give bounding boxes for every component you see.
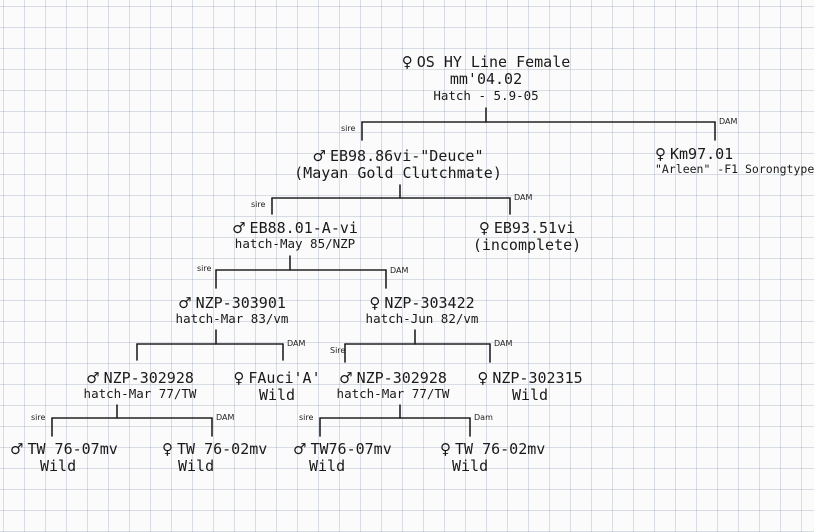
male-icon: ♂ xyxy=(178,294,192,312)
female-icon: ♀ xyxy=(477,369,489,387)
dam2-id: EB93.51vi xyxy=(493,219,576,237)
sire4a-hatch: hatch-Mar 77/TW xyxy=(83,386,197,402)
node-sire4a: ♂NZP-302928 hatch-Mar 77/TW xyxy=(83,369,197,402)
tag-dam-gen3: DAM xyxy=(390,266,409,275)
male-icon: ♂ xyxy=(232,219,246,237)
node-sire5a: ♂TW 76-07mv Wild xyxy=(10,440,118,476)
sire2-id: EB88.01-A-vi xyxy=(249,219,358,237)
female-icon: ♀ xyxy=(440,440,451,458)
dam5a-id: TW 76-02mv xyxy=(177,440,268,458)
root-hatch: Hatch - 5.9-05 xyxy=(433,87,539,103)
male-icon: ♂ xyxy=(10,440,24,458)
sire1-id: EB98.86vi-"Deuce" xyxy=(329,147,484,165)
tag-sire-gen2: sire xyxy=(251,200,266,209)
node-dam3: ♀NZP-303422 hatch-Jun 82/vm xyxy=(365,294,479,327)
root-name: OS HY Line Female xyxy=(416,53,571,71)
dam1-note: "Arleen" -F1 Sorongtype xyxy=(655,162,814,177)
node-sire3: ♂NZP-303901 hatch-Mar 83/vm xyxy=(175,294,289,327)
node-sire2: ♂EB88.01-A-vi hatch-May 85/NZP xyxy=(232,219,358,252)
sire5b-id: TW76-07mv xyxy=(310,440,392,458)
node-dam5b: ♀TW 76-02mv Wild xyxy=(440,440,546,476)
dam2-note: (incomplete) xyxy=(472,236,582,255)
dam4b-origin: Wild xyxy=(511,386,549,405)
tag-sire-gen1: sire xyxy=(341,124,356,133)
female-icon: ♀ xyxy=(401,53,413,71)
dam5b-id: TW 76-02mv xyxy=(455,440,546,458)
tag-sire-gen5b: sire xyxy=(299,413,314,422)
tag-dam-gen5b: Dam xyxy=(474,413,493,422)
tag-dam-gen4a: DAM xyxy=(287,339,306,348)
tag-dam-gen4b: DAM xyxy=(494,339,513,348)
tag-sire-gen3: sire xyxy=(197,264,212,273)
dam3-id: NZP-303422 xyxy=(384,294,475,312)
dam5a-origin: Wild xyxy=(178,457,215,476)
sire4b-id: NZP-302928 xyxy=(356,369,447,387)
tag-sire-gen5a: sire xyxy=(31,413,46,422)
dam3-hatch: hatch-Jun 82/vm xyxy=(365,311,479,327)
sire5a-origin: Wild xyxy=(40,457,77,476)
node-dam4a: ♀FAuci'A' Wild xyxy=(233,369,321,405)
tag-dam-gen5a: DAM xyxy=(216,413,235,422)
sire3-id: NZP-303901 xyxy=(195,294,286,312)
node-root: ♀OS HY Line Female mm'04.02 Hatch - 5.9-… xyxy=(401,53,571,103)
sire5b-origin: Wild xyxy=(309,457,346,476)
sire3-hatch: hatch-Mar 83/vm xyxy=(175,311,289,327)
female-icon: ♀ xyxy=(369,294,381,312)
sire5a-id: TW 76-07mv xyxy=(27,440,118,458)
male-icon: ♂ xyxy=(339,369,353,387)
female-icon: ♀ xyxy=(233,369,245,387)
dam4b-id: NZP-302315 xyxy=(492,369,583,387)
node-dam4b: ♀NZP-302315 Wild xyxy=(477,369,583,405)
dam1-id: Km97.01 xyxy=(670,145,734,163)
female-icon: ♀ xyxy=(162,440,173,458)
root-id: mm'04.02 xyxy=(449,70,523,89)
node-dam5a: ♀TW 76-02mv Wild xyxy=(162,440,268,476)
dam5b-origin: Wild xyxy=(452,457,489,476)
female-icon: ♀ xyxy=(655,145,666,163)
sire1-note: (Mayan Gold Clutchmate) xyxy=(294,164,502,183)
node-sire4b: ♂NZP-302928 hatch-Mar 77/TW xyxy=(336,369,450,402)
sire4b-hatch: hatch-Mar 77/TW xyxy=(336,386,450,402)
dam4a-id: FAuci'A' xyxy=(248,369,321,387)
male-icon: ♂ xyxy=(312,147,326,165)
node-sire1: ♂EB98.86vi-"Deuce" (Mayan Gold Clutchmat… xyxy=(294,147,502,183)
dam4a-origin: Wild xyxy=(258,386,296,405)
tag-dam-gen1: DAM xyxy=(719,117,738,126)
node-dam1: ♀Km97.01 "Arleen" -F1 Sorongtype xyxy=(655,145,814,177)
tag-dam-gen2: DAM xyxy=(514,193,533,202)
sire4a-id: NZP-302928 xyxy=(103,369,194,387)
male-icon: ♂ xyxy=(86,369,100,387)
node-sire5b: ♂TW76-07mv Wild xyxy=(293,440,392,476)
female-icon: ♀ xyxy=(478,219,490,237)
tag-sire-gen4b: Sire xyxy=(330,346,346,355)
node-dam2: ♀EB93.51vi (incomplete) xyxy=(472,219,582,255)
male-icon: ♂ xyxy=(293,440,307,458)
sire2-hatch: hatch-May 85/NZP xyxy=(234,236,356,252)
